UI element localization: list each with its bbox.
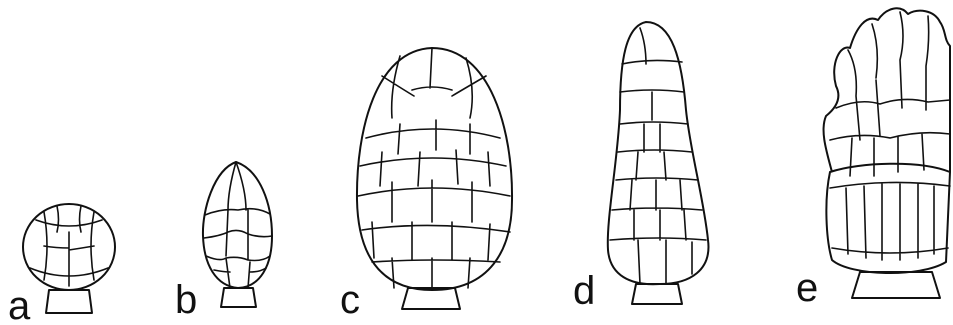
panel-a-suspensor bbox=[46, 290, 92, 313]
panel-e-suspensor bbox=[852, 272, 940, 298]
panel-e-label: e bbox=[796, 266, 818, 310]
panel-e-lower-block bbox=[826, 164, 950, 273]
panel-e-embryo bbox=[824, 8, 950, 298]
panel-d-embryo bbox=[608, 22, 709, 304]
panel-a-label: a bbox=[8, 284, 31, 325]
panel-c-label: c bbox=[340, 278, 360, 322]
panel-c-suspensor bbox=[402, 288, 460, 309]
panel-b-label: b bbox=[175, 278, 197, 322]
panel-e-upper-lobes bbox=[824, 8, 950, 172]
panel-d-embryo-proper bbox=[608, 22, 709, 284]
panel-a-cell-walls bbox=[30, 206, 108, 286]
panel-b-suspensor bbox=[221, 288, 256, 307]
panel-d-cell-walls bbox=[610, 28, 706, 284]
panel-e-upper-walls bbox=[830, 12, 950, 176]
panel-b-cell-walls bbox=[204, 162, 272, 288]
panel-c-embryo bbox=[357, 48, 512, 309]
panel-d-label: d bbox=[573, 269, 595, 313]
panel-b-embryo-proper bbox=[203, 162, 272, 288]
panel-d-suspensor bbox=[632, 284, 682, 304]
panel-a-embryo bbox=[23, 204, 115, 313]
panel-e-lower-walls bbox=[830, 182, 950, 260]
panel-b-embryo bbox=[203, 162, 272, 307]
